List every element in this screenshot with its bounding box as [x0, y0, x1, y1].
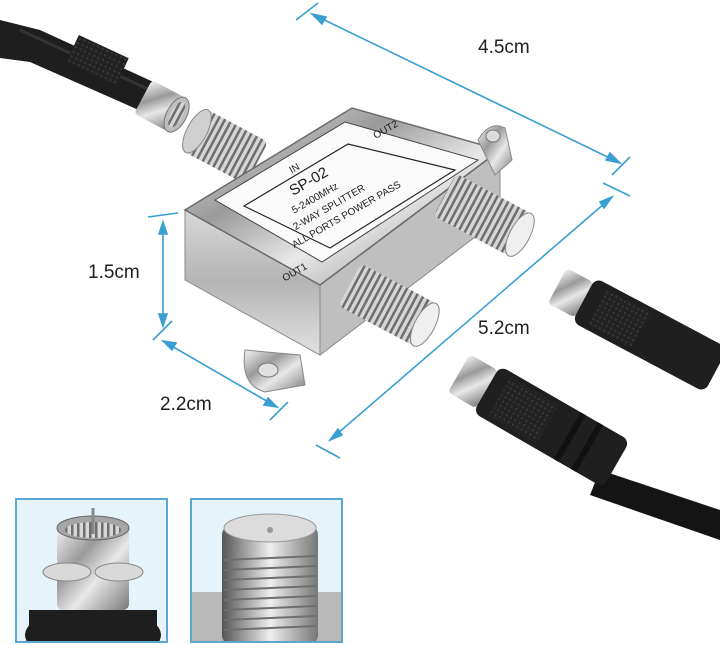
- inset-female-port: [190, 498, 343, 643]
- dimension-length-label: 4.5cm: [478, 37, 530, 58]
- cable-top-left: [0, 20, 190, 133]
- dimension-width-label: 2.2cm: [160, 394, 212, 415]
- dimension-diagonal-label: 5.2cm: [478, 318, 530, 339]
- input-port: [182, 109, 267, 183]
- dimension-lines: [147, 2, 631, 459]
- output-port-2: [435, 175, 535, 257]
- inset-male-connector: [15, 498, 168, 643]
- dimension-height-label: 1.5cm: [88, 262, 140, 283]
- cable-right-upper: [549, 269, 720, 390]
- port-in-label: IN: [288, 162, 302, 177]
- output-port-1: [340, 265, 440, 347]
- male-connector-closeup: [25, 508, 161, 641]
- cable-right-lower: [449, 355, 720, 540]
- female-port-closeup: [192, 513, 341, 641]
